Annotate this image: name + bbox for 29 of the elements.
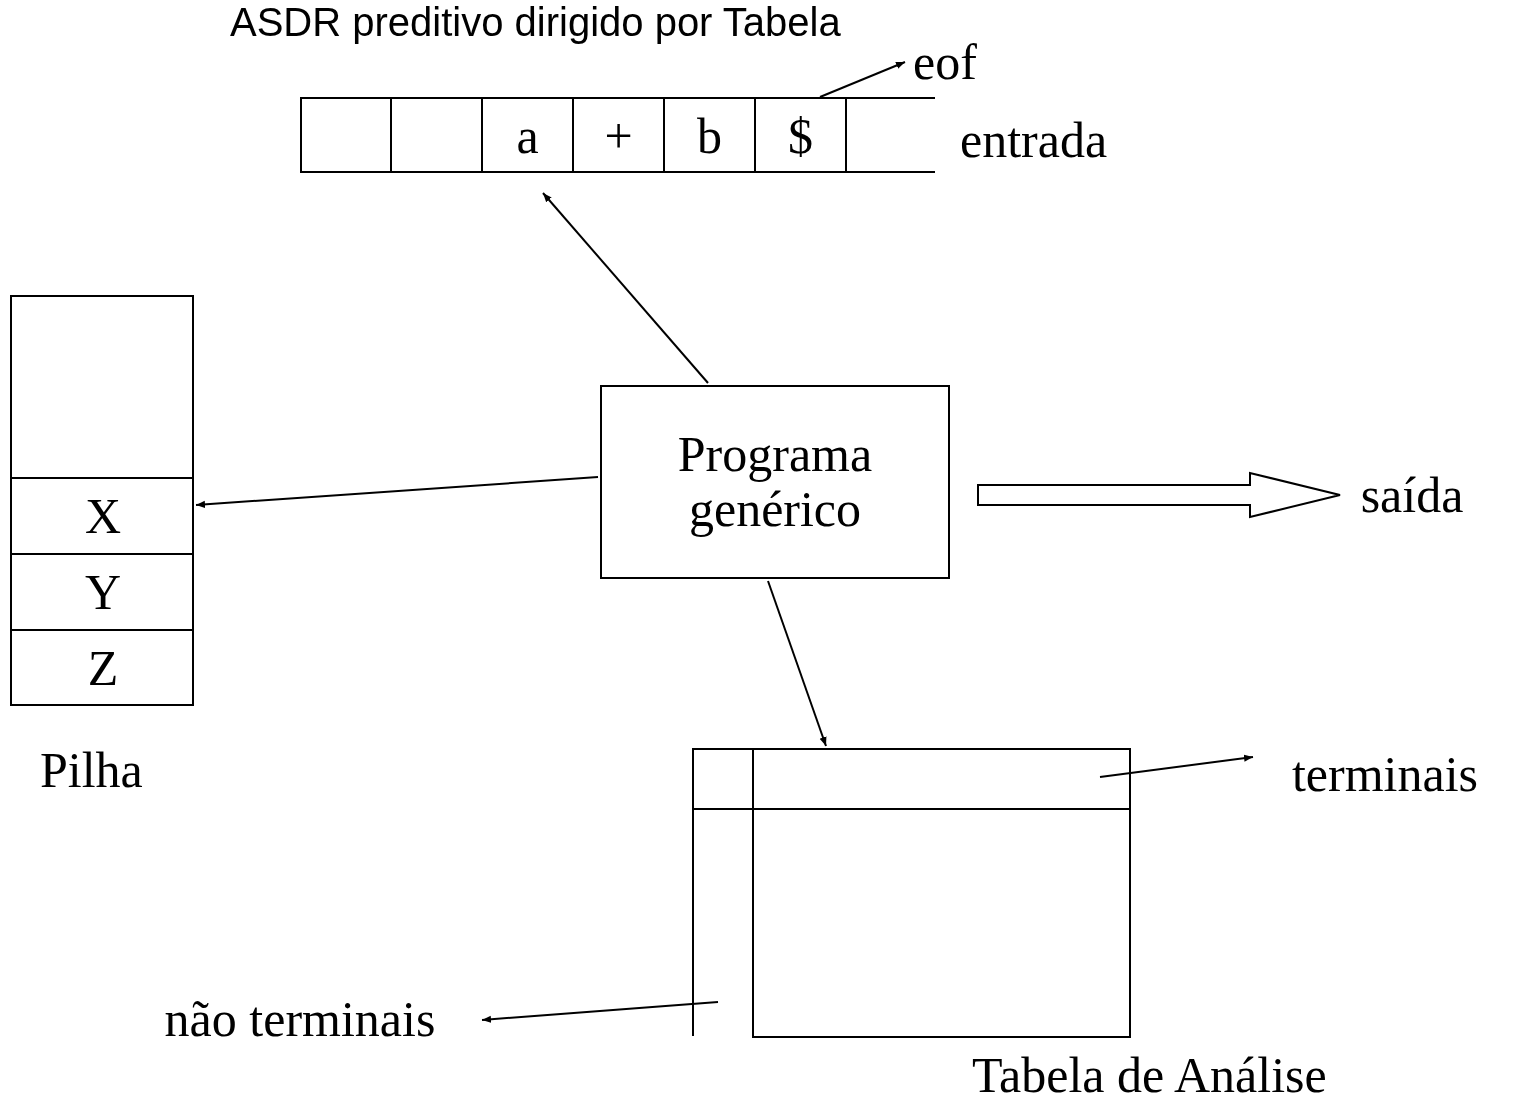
block-arrow [977,471,1341,519]
node-caption: Pilha [40,745,143,795]
stack [10,295,194,706]
table-header-row [754,750,1131,810]
node-caption: Tabela de Análise [972,1050,1327,1100]
stack-cell: Y [12,555,194,631]
leader-line [819,61,906,98]
stack-cell: X [12,479,194,555]
program-box: Programa genérico [600,385,950,579]
table-corner-cell [694,750,754,810]
output-label: saída [1352,466,1472,524]
tape-cell: a [481,99,572,173]
leader-line [1099,754,1254,778]
leader-label: terminais [1255,746,1515,802]
tape-cell: + [572,99,663,173]
table-body [754,810,1131,1038]
end-of-file-label: eof [913,40,977,84]
title: ASDR preditivo dirigido por Tabela [230,2,841,42]
arrow [542,192,709,384]
node-caption: entrada [960,115,1108,165]
parse-table [692,748,1131,1036]
tape-cell: $ [754,99,845,173]
arrow [767,580,827,747]
stack-cell: Z [12,631,194,706]
arrow [195,476,599,508]
leader-label: não terminais [120,990,480,1048]
leader-line [481,1001,719,1023]
tape-cell: b [663,99,754,173]
tape [300,97,935,173]
